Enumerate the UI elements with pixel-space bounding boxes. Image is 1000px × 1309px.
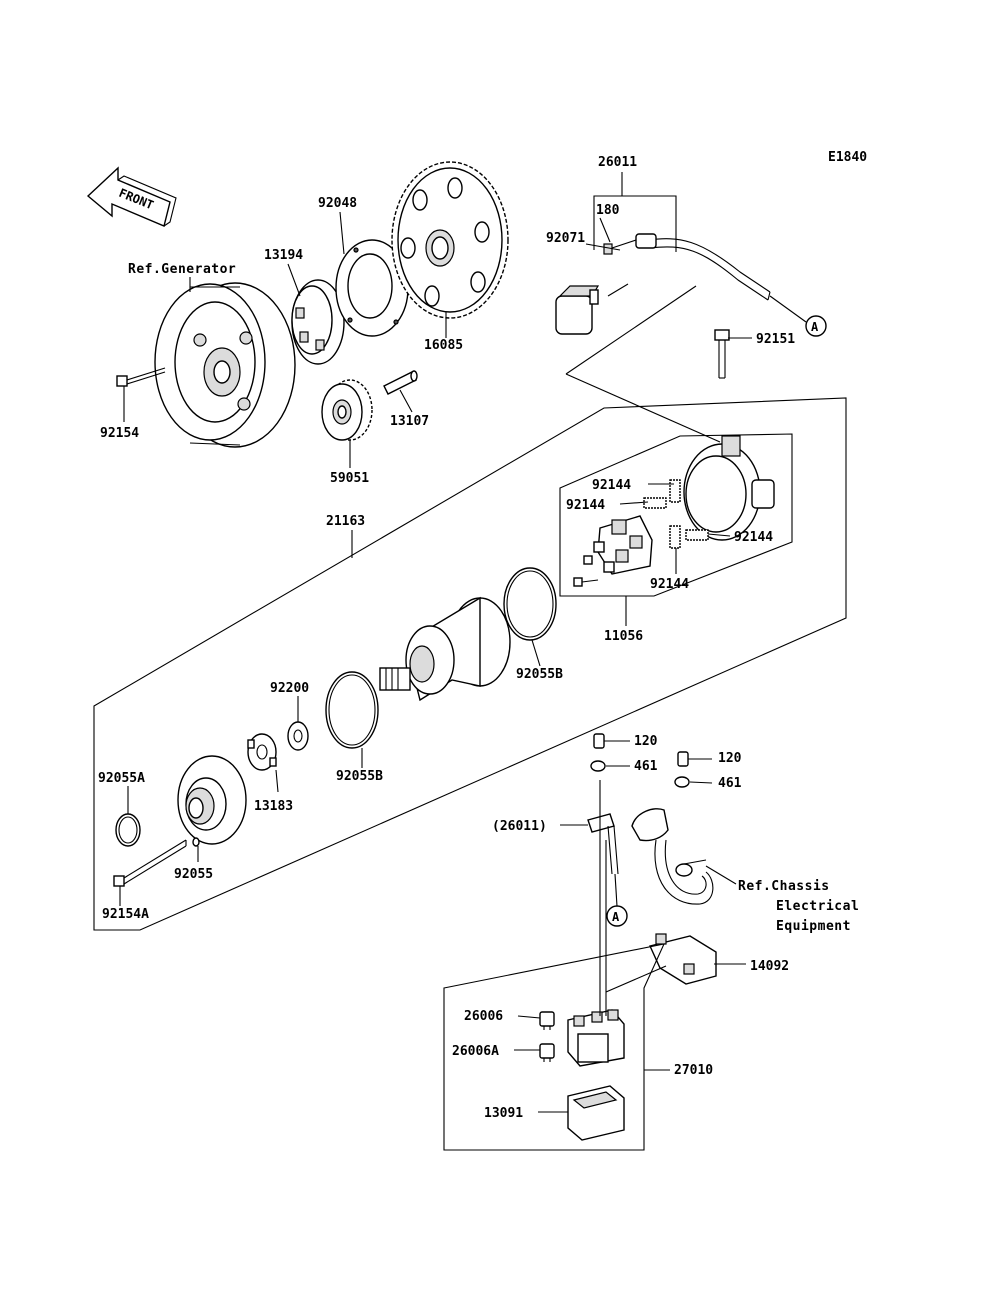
front-cover-drawing [177, 755, 247, 845]
label-14092: 14092 [750, 959, 789, 974]
label-92055b-right: 92055B [516, 667, 563, 682]
label-21163: 21163 [326, 514, 365, 529]
nut-461-right-drawing [674, 776, 690, 788]
cover-14092-drawing [649, 933, 717, 985]
label-461-b: 461 [718, 776, 742, 791]
label-92048: 92048 [318, 196, 357, 211]
o-ring-92055a-drawing [115, 813, 141, 847]
o-ring-92055-drawing [192, 837, 200, 847]
relay-case-13091-drawing [567, 1085, 625, 1141]
label-27010: 27010 [674, 1063, 713, 1078]
diagram-code: E1840 [828, 150, 867, 165]
label-59051: 59051 [330, 471, 369, 486]
label-26011-top: 26011 [598, 155, 637, 170]
label-13107: 13107 [390, 414, 429, 429]
label-92144-b: 92144 [566, 498, 605, 513]
label-11056: 11056 [604, 629, 643, 644]
label-13194: 13194 [264, 248, 303, 263]
nut-461-left-drawing [590, 760, 606, 772]
shaft-13107-drawing [383, 370, 418, 395]
label-92154: 92154 [100, 426, 139, 441]
label-26011-paren: (26011) [492, 819, 547, 834]
label-16085: 16085 [424, 338, 463, 353]
label-120-a: 120 [634, 734, 658, 749]
gear-16085-drawing [391, 161, 509, 319]
leader-lines [119, 211, 752, 1113]
front-arrow-icon: FRONT [86, 166, 177, 227]
generator-rotor-drawing [154, 282, 296, 448]
springs-92144-drawing [643, 479, 709, 549]
bolt-120-left-drawing [593, 733, 605, 749]
gear-59051-drawing [321, 379, 373, 441]
label-92055b-left: 92055B [336, 769, 383, 784]
label-180: 180 [596, 203, 620, 218]
terminal-26011-drawing [587, 813, 619, 875]
o-ring-92055b-left-drawing [325, 671, 379, 749]
label-92055: 92055 [174, 867, 213, 882]
label-461-a: 461 [634, 759, 658, 774]
cable-chassis-drawing [631, 808, 714, 905]
svg-text:A: A [612, 910, 620, 924]
label-92144-d: 92144 [650, 577, 689, 592]
brush-holder-drawing [573, 515, 653, 587]
label-ref-generator: Ref.Generator [128, 262, 236, 277]
label-92144-a: 92144 [592, 478, 631, 493]
washer-92200-drawing [287, 721, 309, 751]
label-92151: 92151 [756, 332, 795, 347]
label-ref-chassis-3: Equipment [776, 919, 851, 934]
fuse-26006a-drawing [539, 1043, 555, 1062]
label-ref-chassis-2: Electrical [776, 899, 859, 914]
o-ring-92055b-right-drawing [503, 567, 557, 641]
relay-drawing [567, 1009, 625, 1067]
fuse-26006-drawing [539, 1011, 555, 1030]
cap-92071-drawing [555, 285, 600, 335]
armature-drawing [379, 596, 511, 702]
end-cover-drawing [683, 435, 775, 541]
plate-92048-drawing [335, 239, 409, 337]
label-92071: 92071 [546, 231, 585, 246]
label-120-b: 120 [718, 751, 742, 766]
label-92055a: 92055A [98, 771, 145, 786]
cable-26011-drawing [603, 233, 771, 301]
label-26006: 26006 [464, 1009, 503, 1024]
label-13091: 13091 [484, 1106, 523, 1121]
callout-a-lower-icon: A [606, 873, 628, 927]
bolt-92154-drawing [116, 367, 166, 387]
label-ref-chassis-1: Ref.Chassis [738, 879, 830, 894]
bolt-120-right-drawing [677, 751, 689, 767]
clutch-13194-drawing [291, 279, 345, 365]
svg-text:A: A [811, 320, 819, 334]
label-26006a: 26006A [452, 1044, 499, 1059]
label-13183: 13183 [254, 799, 293, 814]
bolt-92154a-drawing [113, 839, 187, 887]
label-92200: 92200 [270, 681, 309, 696]
bolt-92151-drawing [714, 329, 730, 379]
lockwasher-13183-drawing [247, 733, 277, 771]
callout-a-upper-icon: A [769, 295, 827, 337]
label-92154a: 92154A [102, 907, 149, 922]
label-92144-c: 92144 [734, 530, 773, 545]
